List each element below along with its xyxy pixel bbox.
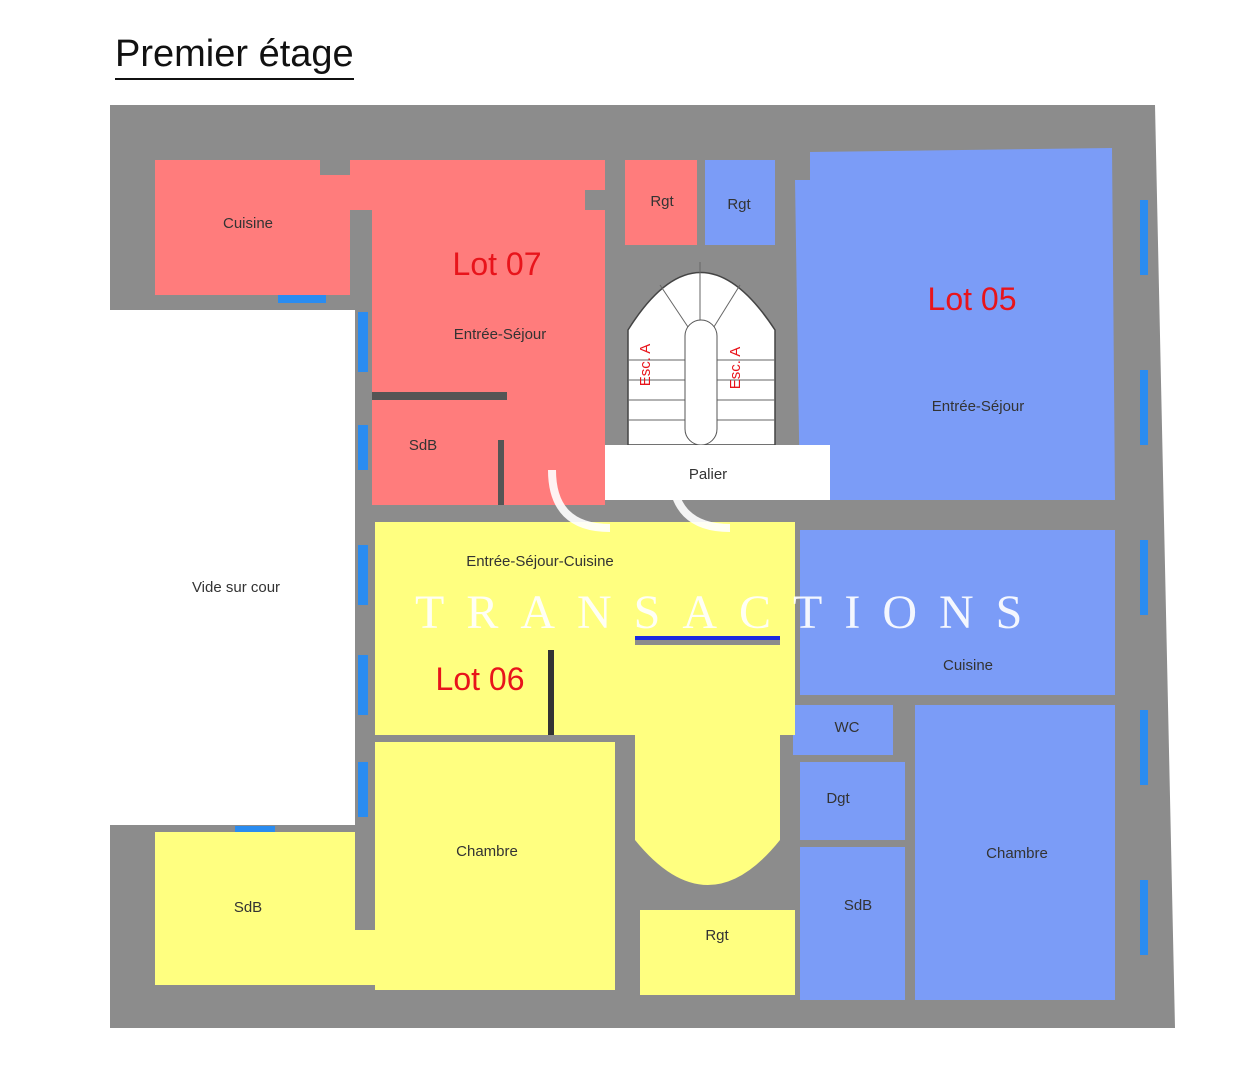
room-chambre-05	[915, 705, 1115, 1000]
room-label: SdB	[409, 437, 437, 454]
room-label: WC	[835, 719, 860, 736]
room-entree-05	[795, 148, 1115, 500]
room-label: SdB	[234, 899, 262, 916]
room-dgt-05	[800, 762, 905, 840]
window	[635, 636, 780, 640]
room-label: Entrée-Séjour	[932, 398, 1025, 415]
lot-06-label: Lot 06	[436, 661, 525, 697]
windows	[235, 200, 1148, 955]
stair-well	[684, 319, 718, 446]
room-label: Chambre	[986, 845, 1048, 862]
lot-05	[705, 148, 1115, 1000]
watermark-logo	[548, 469, 731, 532]
lot-07-label: Lot 07	[453, 246, 542, 282]
room-label: SdB	[844, 897, 872, 914]
room-label: Cuisine	[943, 657, 993, 674]
room-cuisine-05	[800, 530, 1115, 695]
palier	[605, 445, 830, 500]
room-chambre-06	[375, 742, 615, 990]
room-label: Rgt	[705, 927, 729, 944]
room-label: Entrée-Séjour-Cuisine	[466, 553, 614, 570]
wall	[372, 392, 507, 400]
wall	[548, 650, 554, 735]
room-label: Dgt	[826, 790, 850, 807]
lot-05-label: Lot 05	[928, 281, 1017, 317]
room-entree-06	[375, 522, 795, 735]
room-rgt-07	[625, 160, 697, 245]
room-cuisine-07	[155, 160, 605, 295]
room-rgt-06	[640, 910, 795, 995]
stair-label: Esc. A	[727, 347, 744, 390]
watermark-text: TRANSACTIONS	[415, 586, 1044, 639]
stair-label: Esc. A	[637, 344, 654, 387]
room-label: Rgt	[650, 193, 674, 210]
room-label: Cuisine	[223, 215, 273, 232]
room-sdb-05	[800, 847, 905, 1000]
room-rgt-05	[705, 160, 775, 245]
courtyard-label: Vide sur cour	[192, 579, 280, 596]
palier-label: Palier	[689, 466, 727, 483]
wall	[350, 215, 370, 305]
lot-07	[155, 160, 697, 505]
room-label: Chambre	[456, 843, 518, 860]
room-label: Entrée-Séjour	[454, 326, 547, 343]
wall	[498, 440, 504, 505]
room-label: Rgt	[727, 196, 751, 213]
room-entree-07	[372, 210, 605, 505]
room-sdb-06	[155, 832, 375, 985]
lot-06	[155, 522, 795, 995]
stair-b	[635, 645, 780, 885]
room-wc-05	[793, 705, 893, 755]
plan-title: Premier étage	[115, 30, 354, 80]
